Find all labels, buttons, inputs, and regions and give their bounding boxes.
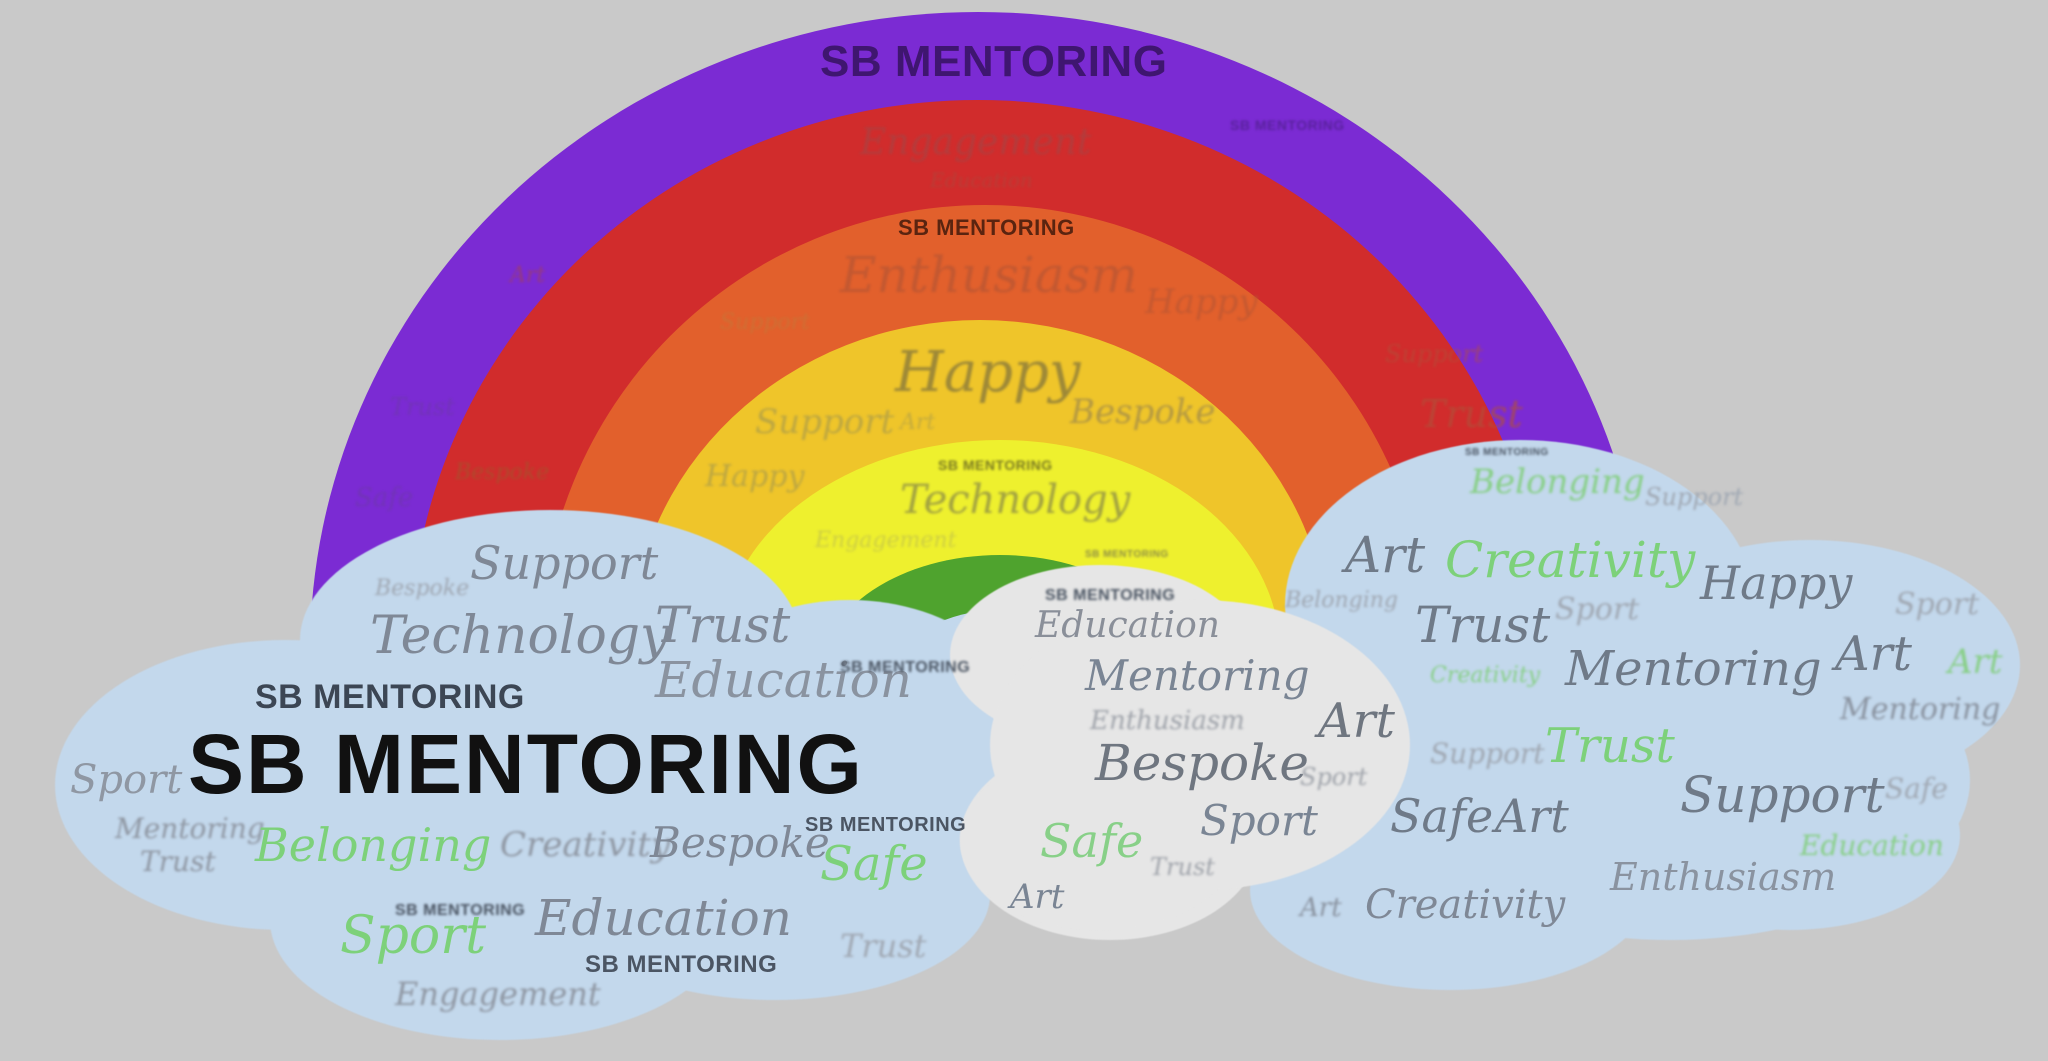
middle-cloud-word: Mentoring (1085, 651, 1310, 700)
left-cloud-word: Trust (655, 596, 791, 654)
left-cloud-word: Education (655, 651, 912, 709)
middle-cloud-word: Sport (1200, 796, 1318, 845)
left-cloud-word: Sport (70, 757, 183, 803)
left-cloud-label: SB MENTORING (840, 659, 971, 676)
red-band-word: Trust (1420, 392, 1523, 436)
left-cloud-word: Bespoke (650, 818, 830, 867)
left-cloud-word: Bespoke (375, 576, 470, 601)
purple-band-small-label: SB MENTORING (1230, 117, 1345, 133)
right-cloud-word: Support (1680, 766, 1885, 824)
red-band-word: Trust (390, 393, 455, 421)
left-cloud-word-green: Safe (820, 836, 928, 892)
right-cloud-word-green: Belonging (1470, 462, 1645, 502)
yellow-orange-band-word: Bespoke (1070, 392, 1216, 432)
right-cloud-word-green: Art (1948, 642, 2003, 682)
right-cloud-word: Creativity (1365, 882, 1566, 928)
yellow-orange-band-word: Happy (705, 459, 805, 494)
red-band-word: Education (930, 168, 1033, 192)
orange-band-word: Enthusiasm (840, 246, 1138, 304)
right-cloud-word: Support (1430, 737, 1545, 770)
middle-cloud-word: Art (1318, 693, 1395, 749)
middle-cloud-word: Trust (1150, 853, 1215, 881)
right-cloud-word-green: Education (1800, 829, 1944, 862)
yellow-band-word: Technology (900, 477, 1131, 523)
middle-cloud-word: Sport (1300, 763, 1368, 791)
right-cloud-word: Happy (1700, 556, 1853, 610)
right-cloud-word: Trust (1415, 596, 1551, 654)
red-band-word: Support (1385, 340, 1484, 368)
left-cloud-label: SB MENTORING (805, 814, 967, 836)
right-cloud-word: Safe (1885, 772, 1948, 805)
yellow-band-word: Engagement (815, 528, 957, 553)
red-band-word: Art (510, 263, 546, 288)
left-cloud-headline: SB MENTORING (188, 717, 864, 811)
middle-cloud-word: Education (1035, 605, 1220, 646)
right-cloud-word: Art (1300, 893, 1342, 923)
yellow-orange-band-word: Happy (895, 340, 1081, 405)
left-cloud-word: Creativity (500, 825, 671, 865)
middle-cloud-word: Art (1010, 877, 1065, 917)
red-band-word: Bespoke (455, 460, 550, 485)
orange-band-word: Happy (1145, 282, 1258, 322)
right-cloud-word-green: Trust (1545, 718, 1675, 774)
middle-cloud-word-green: Safe (1040, 814, 1144, 868)
right-cloud-word: Sport (1555, 592, 1640, 627)
middle-cloud-word: Bespoke (1095, 734, 1309, 792)
left-cloud-word: Technology (370, 606, 670, 666)
right-cloud-label: SB MENTORING (1465, 447, 1549, 458)
right-cloud-word: Art (1495, 789, 1569, 843)
left-cloud-word: Trust (840, 927, 927, 965)
right-cloud-word: Art (1835, 626, 1912, 682)
right-cloud-word: Safe (1390, 789, 1494, 843)
left-cloud-word: Engagement (395, 975, 601, 1013)
yellow-orange-band-word: Support (755, 402, 895, 442)
right-cloud-word: Enthusiasm (1610, 855, 1837, 899)
yellow-orange-band-word: Art (900, 410, 936, 435)
yellow-band-small-label: SB MENTORING (1085, 549, 1169, 560)
left-cloud-word-green: Sport (340, 906, 486, 966)
yellow-band-label: SB MENTORING (938, 457, 1053, 473)
left-cloud-word: Trust (140, 845, 216, 878)
purple-band-word: Safe (355, 483, 414, 513)
left-cloud-word: Education (535, 889, 792, 947)
right-cloud-word: Mentoring (1565, 641, 1822, 697)
middle-cloud-word: Enthusiasm (1090, 706, 1245, 736)
left-cloud-subheadline: SB MENTORING (255, 678, 525, 716)
left-cloud-label: SB MENTORING (585, 951, 778, 978)
right-cloud-word: Sport (1895, 587, 1980, 622)
right-cloud-word-green: Belonging (1285, 588, 1399, 613)
left-cloud-word-green: Belonging (255, 818, 492, 872)
left-cloud-word: Mentoring (115, 812, 265, 845)
orange-band-word: Support (720, 310, 811, 335)
red-band-word: Engagement (860, 122, 1092, 163)
left-cloud-label: SB MENTORING (395, 902, 526, 919)
right-cloud-word-green: Creativity (1445, 531, 1696, 589)
right-cloud-word: Art (1345, 526, 1426, 584)
left-cloud-word: Support (470, 536, 659, 590)
purple-band-label: SB MENTORING (820, 37, 1168, 86)
middle-cloud-label: SB MENTORING (1045, 587, 1176, 604)
right-cloud-word: Support (1645, 483, 1744, 511)
right-cloud-word: Mentoring (1840, 692, 2001, 727)
orange-band-label: SB MENTORING (898, 215, 1075, 240)
right-cloud-word-green: Creativity (1430, 663, 1541, 688)
